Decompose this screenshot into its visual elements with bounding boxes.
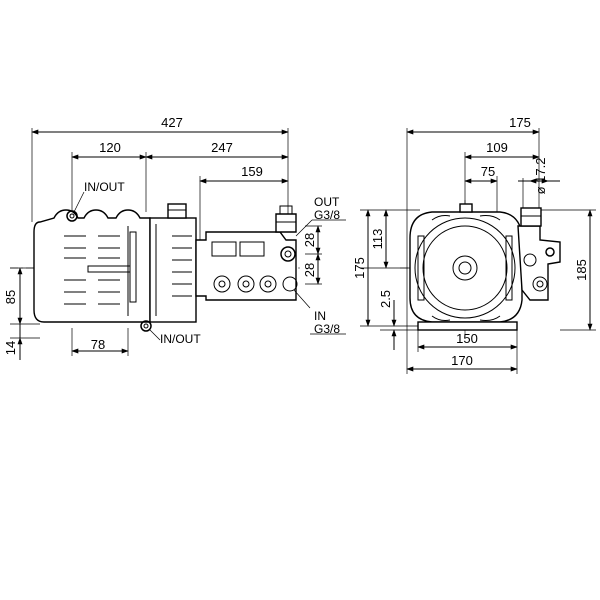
dim-total-height: 175 — [352, 257, 367, 279]
end-motor-body — [409, 203, 523, 331]
end-view: 175 109 75 ø 17.2 113 175 2.5 185 150 17… — [352, 115, 596, 374]
side-view: 427 120 247 159 28 28 85 14 78 IN/OUT IN… — [3, 115, 346, 360]
end-pump-head — [517, 207, 561, 301]
pump-head — [195, 205, 298, 301]
dim-bore-diameter: ø 17.2 — [533, 158, 548, 195]
dim-overall-length: 427 — [161, 115, 183, 130]
dim-outlet-offset: 109 — [486, 140, 508, 155]
label-out-thread: G3/8 — [314, 208, 340, 222]
dim-inlet-offset: 75 — [481, 164, 495, 179]
dim-foot-span-inner: 150 — [456, 331, 478, 346]
dim-port-spacing-b: 28 — [302, 263, 317, 277]
dim-shaft-height: 113 — [370, 229, 385, 250]
dim-center-height: 85 — [3, 290, 18, 304]
side-leaders — [73, 191, 346, 341]
label-in: IN — [314, 309, 326, 323]
dim-foot-spacing: 78 — [91, 337, 105, 352]
dim-pump-length: 247 — [211, 140, 233, 155]
dim-pump-head-length: 159 — [241, 164, 263, 179]
dim-total-height-right: 185 — [574, 259, 589, 281]
label-in-out-top: IN/OUT — [84, 180, 125, 194]
dim-foot-span-outer: 170 — [451, 353, 473, 368]
dim-foot-height: 14 — [3, 341, 18, 355]
dim-motor-port-offset: 120 — [99, 140, 121, 155]
pump-flange — [149, 203, 197, 323]
label-in-thread: G3/8 — [314, 322, 340, 336]
label-out: OUT — [314, 195, 340, 209]
label-in-out-bottom: IN/OUT — [160, 332, 201, 346]
end-dimension-lines — [365, 129, 593, 372]
dim-overall-width: 175 — [509, 115, 531, 130]
motor-ports — [66, 210, 152, 332]
dim-foot-thickness: 2.5 — [378, 290, 393, 308]
motor-body — [33, 209, 151, 323]
dim-port-spacing-a: 28 — [302, 233, 317, 247]
side-dimension-lines — [17, 129, 321, 360]
